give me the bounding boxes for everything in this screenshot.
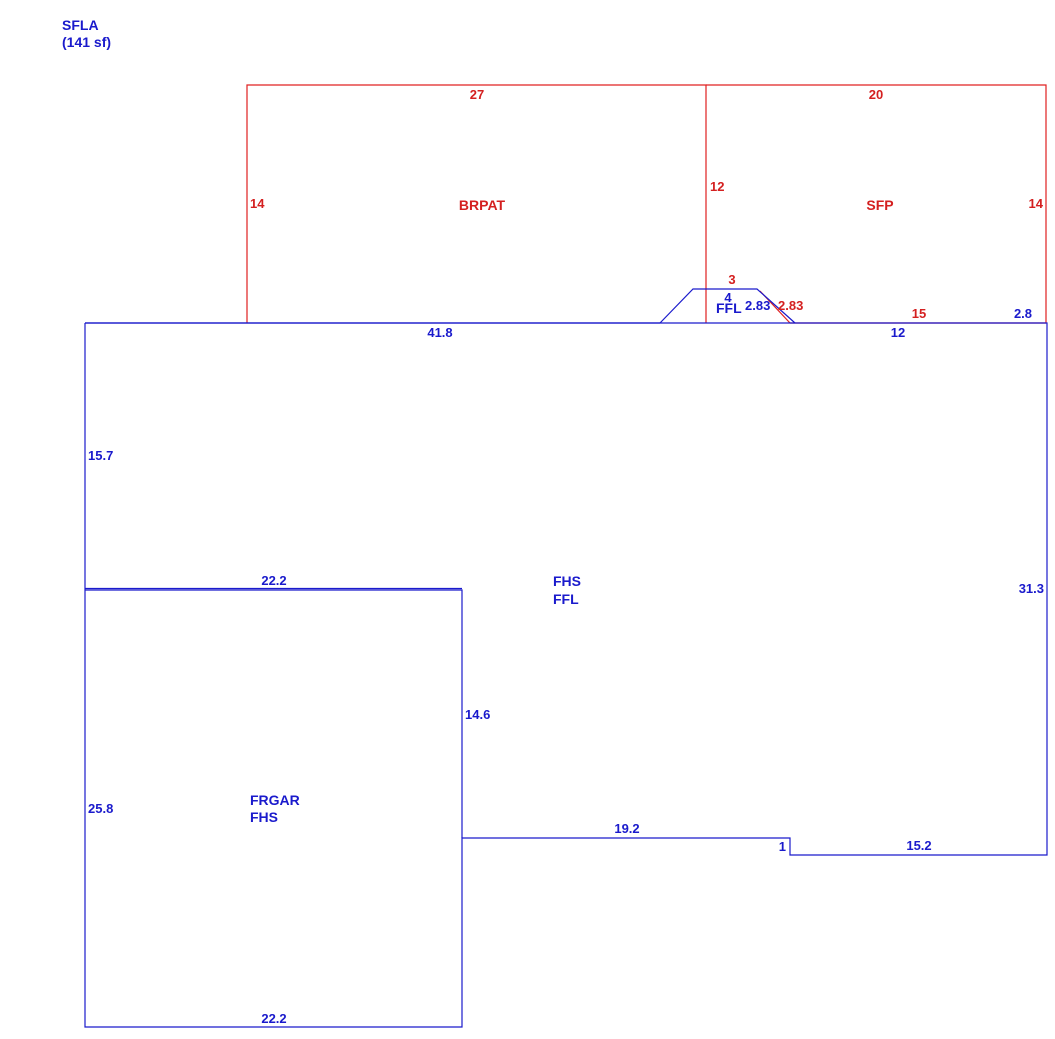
dim-brpat-top: 27 <box>470 87 484 102</box>
garage-label-sub: FHS <box>250 809 278 825</box>
dim-garage-left: 25.8 <box>88 801 113 816</box>
main-structure <box>84 288 1048 1028</box>
dim-bay-top: 3 <box>728 272 735 287</box>
dim-sfp-top: 20 <box>869 87 883 102</box>
brpat-label: BRPAT <box>459 197 506 213</box>
dim-house-top-mid: 12 <box>891 325 905 340</box>
sketch-title: SFLA <box>62 17 99 33</box>
dim-house-left: 15.7 <box>88 448 113 463</box>
dim-brpat-left: 14 <box>250 196 265 211</box>
sketch-header: SFLA (141 sf) <box>62 17 111 51</box>
sfp-outline <box>706 84 1047 323</box>
dim-brpat-right: 12 <box>710 179 724 194</box>
dim-bay-depth: 4 <box>724 290 732 305</box>
house-outline <box>84 322 1048 1028</box>
dim-garage-bottom: 22.2 <box>261 1011 286 1026</box>
exterior-areas <box>246 84 1047 324</box>
dim-house-right: 31.3 <box>1019 581 1044 596</box>
ffl-bay-label: FFL <box>716 300 742 316</box>
ffl-bay-outline <box>659 288 796 324</box>
dim-bay-side-blue: 2.83 <box>745 298 770 313</box>
fhs-main-label: FHS <box>553 573 581 589</box>
garage-partition <box>85 589 463 838</box>
dim-bay-side-red: 2.83 <box>778 298 803 313</box>
dim-sfp-bottom: 15 <box>912 306 926 321</box>
dim-sfp-right: 14 <box>1029 196 1044 211</box>
dim-garage-right: 14.6 <box>465 707 490 722</box>
garage-label: FRGAR <box>250 792 300 808</box>
sfp-label: SFP <box>866 197 893 213</box>
dim-rear-mid: 19.2 <box>614 821 639 836</box>
sketch-area: (141 sf) <box>62 34 112 50</box>
dim-garage-top: 22.2 <box>261 573 286 588</box>
dim-rear-right: 15.2 <box>906 838 931 853</box>
dim-rear-jog: 1 <box>779 839 786 854</box>
dim-house-top-left: 41.8 <box>427 325 452 340</box>
brpat-outline <box>246 84 707 323</box>
fhs-main-label-sub: FFL <box>553 591 579 607</box>
dim-house-top-right: 2.8 <box>1014 306 1032 321</box>
